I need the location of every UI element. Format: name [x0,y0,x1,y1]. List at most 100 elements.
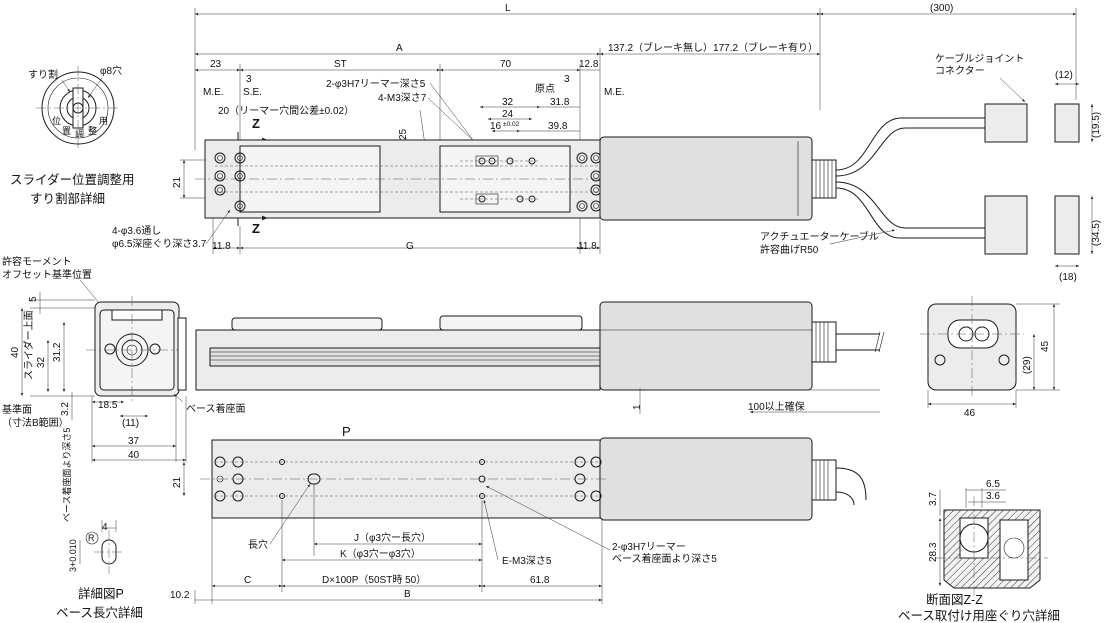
thru-hole-label: 4-φ3.6通し [112,225,161,237]
dim-21-top: 21 [172,176,183,188]
dim-1: 1 [632,404,643,410]
long-hole-label: 長穴 [248,538,268,551]
pos-char-2: 調 [75,128,84,139]
dim-300: (300) [930,3,953,14]
dim-A: A [396,43,403,54]
slit-title-2: すり割部詳細 [30,191,105,206]
detail-p-tol: 3+0.010 [68,539,78,572]
reamer2-label-1: 2-φ3H7リーマー [612,542,686,553]
clearance-label: 100以上確保 [748,400,805,413]
pos-char-4: 用 [99,116,108,126]
detail-p: 4 R 3+0.010 ベース着座面より深さ5 詳細図P ベース長穴詳細 [56,428,143,620]
dim-11-8b: 11.8 [578,241,597,252]
dim-24: 24 [502,109,514,120]
m3-depth-label: 4-M3深さ7 [378,92,427,104]
dim-B: B [404,589,411,600]
dim-R: R [88,533,95,543]
side-view-motor [599,301,813,391]
dim-3a: 3 [246,74,252,85]
pos-char-3: 整 [88,125,97,136]
reamer2-label-2: ベース着座面より深さ5 [612,552,717,565]
cable-joint-label-2: コネクター [935,65,985,77]
section-z-title-1: 断面図Z-Z [926,592,983,607]
dim-L: L [505,3,511,14]
connector-upper-side [1054,103,1080,143]
slit-title-1: スライダー位置調整用 [10,172,135,187]
dim-45: 45 [1040,340,1051,352]
me-left: M.E. [203,87,224,98]
dim-34-5: (34.5) [1091,220,1102,246]
section-z-title-2: ベース取付け用座ぐり穴詳細 [898,608,1060,623]
dim-4: 4 [102,522,108,533]
dim-K: K（φ3穴ーφ3穴） [340,547,421,560]
dim-18-5: 18.5 [98,400,118,411]
dim-31-2: 31.2 [52,342,63,362]
base-face-label: ベース着座面 [186,402,246,415]
dim-31-8: 31.8 [550,97,570,108]
dim-12-8: 12.8 [579,59,599,70]
dim-brake: 137.2（ブレーキ無し）177.2（ブレーキ有り） [608,41,818,54]
dim-3-6: 3.6 [986,491,1000,502]
dim-12: (12) [1055,70,1073,81]
connector-lower [984,195,1028,255]
dim-61-8: 61.8 [530,575,550,586]
slider-top-label: スライダー上面 [22,310,35,380]
dim-32v: 32 [36,356,47,368]
dim-40v: 40 [10,346,21,358]
dim-ST: ST [334,59,347,70]
act-cable-label-1: アクチュエーターケーブル [760,230,879,243]
dim-46: 46 [964,408,976,419]
dim-28-3: 28.3 [928,542,939,562]
dim-37: 37 [128,436,140,447]
slider-holes [460,155,540,205]
ref-face-1: 基準面 [2,403,32,416]
detail-p-depth: ベース着座面より深さ5 [61,428,72,522]
dim-40h: 40 [128,450,140,461]
dim-6-5: 6.5 [986,479,1000,490]
origin-label: 原点 [535,83,555,95]
bottom-motor [599,437,813,521]
dim-3-7: 3.7 [928,492,939,506]
act-cable-label-2: 許容曲げR50 [760,243,819,256]
dim-D: D×100P（50ST時 50） [322,574,426,586]
dim-16: 16 [490,121,502,132]
slit-label: すり割 [28,68,58,81]
dim-3b: 3 [564,74,570,85]
me-right: M.E. [604,87,625,98]
se-label: S.E. [243,87,262,98]
label-P: P [342,424,351,439]
motor-housing-top [599,136,813,221]
dim-11-8a: 11.8 [212,241,231,252]
pos-char-1: 置 [62,126,71,136]
pos-char-0: 位 [52,115,61,126]
dim-32: 32 [502,97,514,108]
hole-8-label: φ8穴 [100,64,122,77]
z-label-bot: Z [252,221,260,236]
detail-p-title-1: 詳細図P [78,586,124,601]
dim-10-2: 10.2 [170,590,190,601]
dim-C: C [244,575,251,586]
dim-21-bot: 21 [172,476,183,488]
reamer-hole-label: 2-φ3H7リーマー深さ5 [326,78,426,90]
connector-lower-side [1054,195,1080,255]
e-m3-label: E-M3深さ5 [502,555,552,567]
dim-3-2: 3.2 [60,402,71,416]
dim-39-8: 39.8 [548,121,568,132]
dim-70: 70 [500,59,512,70]
ref-face-2: （寸法B範囲） [2,416,69,429]
bottom-view: P 21 長穴 J（φ3穴ー長穴） [170,424,867,604]
dim-19-5: (19.5) [1091,112,1102,138]
end-view: 許容モーメント オフセット基準位置 5 40 32 31.2 スライダー上面 基… [2,255,246,462]
dim-5: 5 [28,296,39,302]
z-label-top: Z [252,116,260,131]
dim-18: (18) [1059,272,1077,283]
dim-tol-002: ±0.02 [503,121,520,128]
pitch-tol-label: 20（リーマー穴間公差±0.02） [218,104,354,117]
cable-joint-label-1: ケーブルジョイント [935,52,1024,65]
bottom-holes [214,456,602,502]
dim-23: 23 [210,59,222,70]
counterbore-label: φ6.5深座ぐり深さ3.7 [112,237,207,250]
detail-p-title-2: ベース長穴詳細 [56,605,143,620]
